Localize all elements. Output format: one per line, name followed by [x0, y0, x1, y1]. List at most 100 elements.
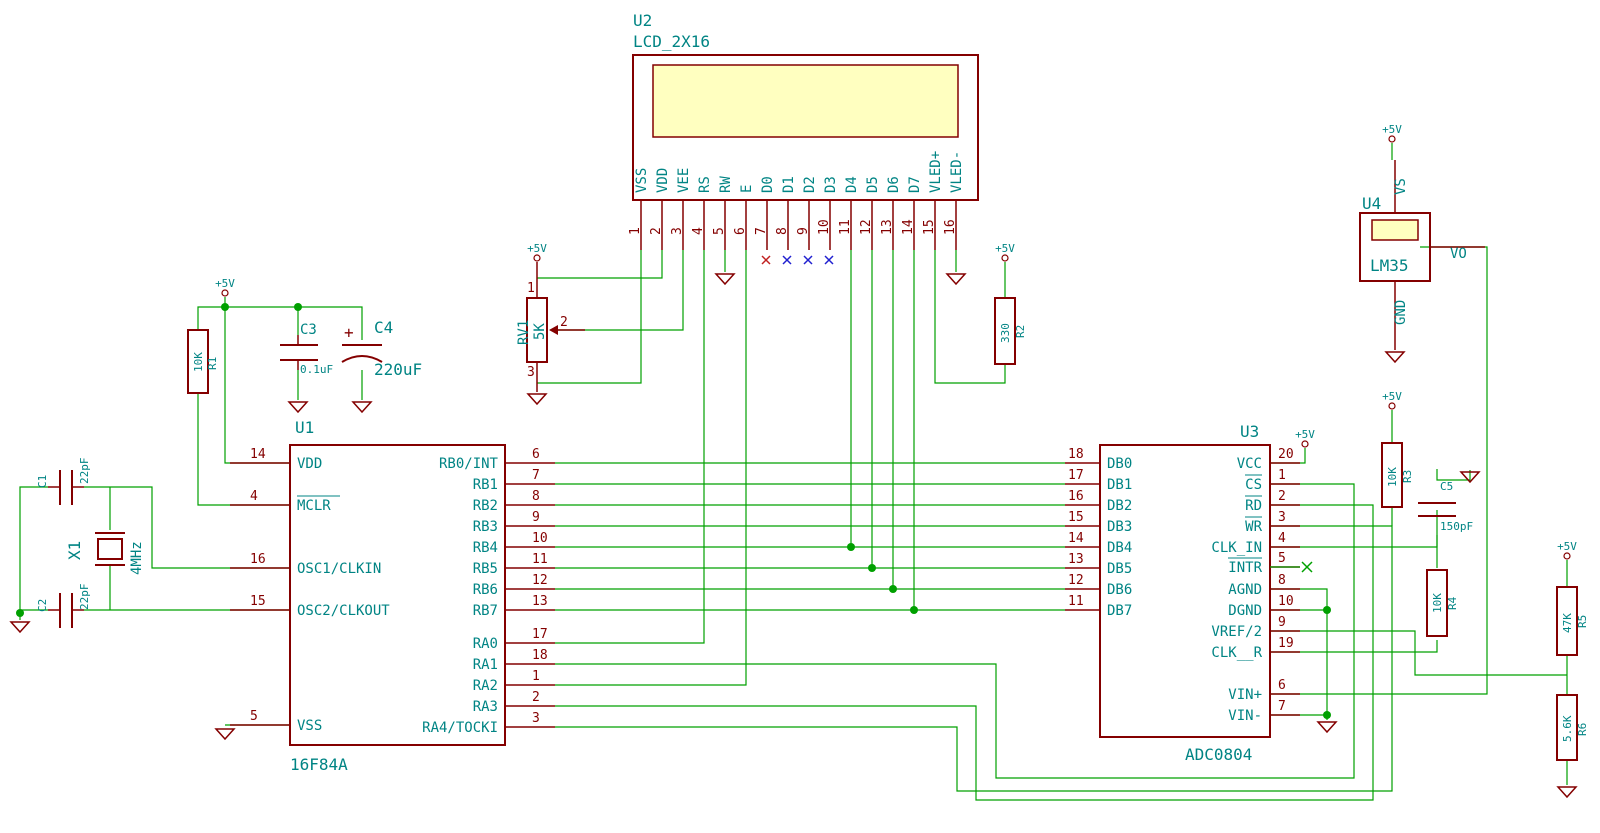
lcd-pin-name: D7 [907, 176, 923, 193]
rv1-pin1: 1 [527, 281, 535, 296]
adc-right-pin-number: 5 [1278, 551, 1286, 566]
adc-left-pin-number: 14 [1068, 531, 1084, 546]
mcu-right-pin-name: RB5 [473, 561, 498, 577]
adc-right-pin-number: 19 [1278, 636, 1294, 651]
mcu-right-pin-name: RA2 [473, 678, 498, 694]
mcu-right-pin-number: 18 [532, 648, 548, 663]
r3-value: 10K [1386, 467, 1399, 487]
r1-value: 10K [192, 352, 205, 372]
adc-right-pin-name: DGND [1228, 603, 1262, 619]
lcd-pin-name: RS [697, 176, 713, 193]
adc-left-pin-name: DB7 [1107, 603, 1132, 619]
adc-right-pin-name: VIN- [1228, 708, 1262, 724]
svg-text:+: + [344, 323, 354, 342]
mcu-value: 16F84A [290, 755, 348, 774]
adc-left-pin-name: DB5 [1107, 561, 1132, 577]
adc-right-pin-name: WR [1245, 519, 1262, 535]
power-pin-marker [221, 289, 229, 297]
rv1-ref: RV1 [516, 320, 532, 345]
lcd-pin-number: 4 [691, 227, 706, 235]
lcd-pin-number: 6 [733, 227, 748, 235]
adc-right-pin-number: 4 [1278, 531, 1286, 546]
mcu-left-pin-name: MCLR [297, 498, 331, 514]
power-label: +5V [527, 242, 547, 255]
power-pin-marker [1563, 552, 1571, 560]
power-pin-marker [1388, 135, 1396, 143]
lcd-pin-number: 7 [754, 227, 769, 235]
lcd-pin-name: VLED- [949, 151, 965, 193]
adc-value: ADC0804 [1185, 745, 1252, 764]
lm35-ref: U4 [1362, 194, 1381, 213]
lcd-pin-name: VLED+ [928, 151, 944, 193]
adc-right-pin-number: 9 [1278, 615, 1286, 630]
lcd-pins: VSS1VDD2VEE3RS4RW5E6D07D18D29D310D411D51… [628, 151, 965, 250]
mcu-right-pin-name: RA0 [473, 636, 498, 652]
lcd-pin-number: 9 [796, 227, 811, 235]
r4-ref: R4 [1446, 596, 1459, 610]
adc-right-pin-number: 3 [1278, 510, 1286, 525]
mcu-right-pin-number: 3 [532, 711, 540, 726]
c2-ref: C2 [36, 599, 49, 612]
lm35-pin-vo: VO [1450, 246, 1467, 262]
power-label: +5V [1382, 123, 1402, 136]
lcd-value: LCD_2X16 [633, 32, 710, 51]
adc-right-pins: 20VCC1CS2RD3WR4CLK_IN5INTR8AGND10DGND9VR… [1211, 447, 1300, 724]
mcu-right-pin-name: RB1 [473, 477, 498, 493]
lcd-pin-number: 16 [943, 219, 958, 235]
lcd-pin-number: 13 [880, 219, 895, 235]
ground-icon [1556, 786, 1578, 799]
adc-right-pin-number: 10 [1278, 594, 1294, 609]
mcu-right-pin-name: RB3 [473, 519, 498, 535]
lcd-pin-number: 8 [775, 227, 790, 235]
mcu-component: U1 16F84A 14VDD4MCLR16OSC1/CLKIN15OSC2/C… [230, 418, 555, 774]
power-label: +5V [1295, 428, 1315, 441]
lcd-pin-number: 14 [901, 219, 916, 235]
lcd-pin-name: D2 [802, 176, 818, 193]
mcu-left-pin-number: 16 [250, 552, 266, 567]
mcu-left-pin-name: VSS [297, 718, 322, 734]
power-label: +5V [1557, 540, 1577, 553]
mcu-right-pin-number: 11 [532, 552, 548, 567]
lcd-pin-number: 11 [838, 219, 853, 235]
lcd-component: U2 LCD_2X16 VSS1VDD2VEE3RS4RW5E6D07D18D2… [628, 11, 979, 265]
c2-value: 22pF [78, 584, 91, 611]
power-symbols: +5V+5V+5V+5V+5V+5V+5V [215, 123, 1577, 560]
adc-left-pin-number: 16 [1068, 489, 1084, 504]
mcu-right-pin-name: RA1 [473, 657, 498, 673]
mcu-left-pin-number: 5 [250, 709, 258, 724]
adc-right-pin-name: VIN+ [1228, 687, 1262, 703]
c4-value: 220uF [374, 360, 422, 379]
c1-value: 22pF [78, 458, 91, 485]
mcu-right-pin-name: RB0/INT [439, 456, 499, 472]
power-label: +5V [215, 277, 235, 290]
mcu-left-pin-number: 14 [250, 447, 266, 462]
r1-ref: R1 [206, 357, 219, 370]
mcu-left-pin-name: OSC1/CLKIN [297, 561, 381, 577]
r4-resistor [1426, 569, 1448, 637]
r6-value: 5.6K [1561, 715, 1574, 742]
adc-right-pin-number: 7 [1278, 699, 1286, 714]
r2-ref: R2 [1014, 325, 1027, 338]
lm35-sensor: U4 LM35 VS VO GND [1359, 160, 1485, 350]
lm35-value: LM35 [1370, 256, 1409, 275]
rv1-value: 5K [532, 323, 548, 340]
rv1-pin3: 3 [527, 365, 535, 380]
lcd-pin-number: 2 [649, 227, 664, 235]
ground-icon [714, 273, 736, 286]
lcd-pin-number: 5 [712, 227, 727, 235]
lcd-ref: U2 [633, 11, 652, 30]
c4-ref: C4 [374, 318, 393, 337]
rv1-potentiometer: RV1 5K 1 2 3 [516, 262, 585, 392]
ground-icon [351, 401, 373, 414]
x1-ref: X1 [65, 541, 84, 560]
adc-left-pin-number: 13 [1068, 552, 1084, 567]
passive-components: 10K R1 C3 0.1uF + C4 220uF C1 22pF C2 22… [36, 297, 1589, 761]
ground-icon [9, 621, 31, 634]
r5-ref: R5 [1576, 615, 1589, 628]
lcd-pin-name: D3 [823, 176, 839, 193]
adc-right-pin-name: CLK_IN [1211, 540, 1262, 556]
adc-right-pin-name: CLK__R [1211, 645, 1262, 661]
mcu-left-pin-name: OSC2/CLKOUT [297, 603, 390, 619]
